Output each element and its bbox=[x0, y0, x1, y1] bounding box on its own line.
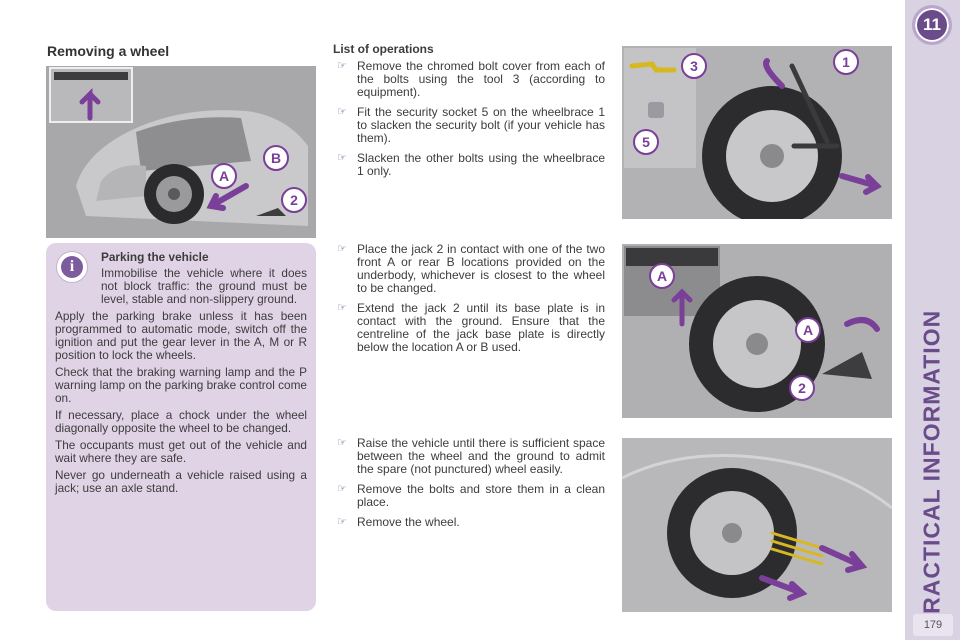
hand-pointer-icon: ☞ bbox=[337, 516, 347, 528]
info-paragraph: Immobilise the vehicle where it does not… bbox=[101, 266, 307, 306]
operation-text: Raise the vehicle until there is suffici… bbox=[357, 436, 605, 476]
page-number: 179 bbox=[913, 614, 953, 636]
section-title: PRACTICAL INFORMATION bbox=[918, 309, 945, 631]
wheelbrace-figure: 3 1 5 bbox=[622, 46, 892, 219]
car-figure: A B 2 bbox=[46, 66, 316, 238]
hand-pointer-icon: ☞ bbox=[337, 483, 347, 495]
jack-figure: A A 2 bbox=[622, 244, 892, 418]
info-paragraph: Check that the braking warning lamp and … bbox=[55, 365, 307, 405]
operation-text: Extend the jack 2 until its base plate i… bbox=[357, 301, 605, 354]
operation-item: ☞ Raise the vehicle until there is suffic… bbox=[333, 437, 605, 476]
info-paragraph: Apply the parking brake unless it has be… bbox=[55, 309, 307, 362]
operation-item: ☞ Place the jack 2 in contact with one of… bbox=[333, 243, 605, 295]
car-label-b: B bbox=[271, 150, 281, 166]
info-glyph: i bbox=[61, 256, 83, 278]
jack-label-a-lower: A bbox=[803, 322, 813, 338]
operation-text: Remove the wheel. bbox=[357, 515, 460, 529]
spare-wheel-illustration bbox=[622, 438, 892, 612]
info-paragraph: Never go underneath a vehicle raised usi… bbox=[55, 468, 307, 495]
chapter-number: 11 bbox=[923, 15, 941, 34]
hand-pointer-icon: ☞ bbox=[337, 302, 347, 314]
hand-pointer-icon: ☞ bbox=[337, 106, 347, 118]
operation-item: ☞ Fit the security socket 5 on the wheelb… bbox=[333, 106, 605, 145]
wheelbrace-label-1: 1 bbox=[842, 54, 850, 70]
jack-illustration: A A 2 bbox=[622, 244, 892, 418]
info-paragraph: If necessary, place a chock under the wh… bbox=[55, 408, 307, 435]
operation-text: Place the jack 2 in contact with one of … bbox=[357, 242, 605, 295]
wheelbrace-illustration: 3 1 5 bbox=[622, 46, 892, 219]
operation-item: ☞ Remove the wheel. bbox=[333, 516, 605, 529]
operation-item: ☞ Extend the jack 2 until its base plate … bbox=[333, 302, 605, 354]
operation-text: Slacken the other bolts using the wheelb… bbox=[357, 151, 605, 178]
car-illustration: A B 2 bbox=[46, 66, 316, 238]
jack-label-2: 2 bbox=[798, 380, 806, 396]
hand-pointer-icon: ☞ bbox=[337, 437, 347, 449]
page-title: Removing a wheel bbox=[47, 43, 170, 59]
operation-text: Remove the chromed bolt cover from each … bbox=[357, 59, 605, 99]
operation-item: ☞ Slacken the other bolts using the wheel… bbox=[333, 152, 605, 178]
wheelbrace-label-3: 3 bbox=[690, 58, 698, 74]
info-box: i Parking the vehicle Immobilise the veh… bbox=[46, 243, 316, 611]
operation-item: ☞ Remove the chromed bolt cover from each… bbox=[333, 60, 605, 99]
info-title: Parking the vehicle bbox=[101, 250, 209, 264]
operations-group-2: ☞ Place the jack 2 in contact with one of… bbox=[333, 243, 605, 361]
operations-group-1: List of operations ☞ Remove the chromed b… bbox=[333, 43, 605, 185]
info-icon: i bbox=[56, 251, 88, 283]
car-label-a: A bbox=[219, 168, 229, 184]
wheelbrace-label-5: 5 bbox=[642, 134, 650, 150]
jack-label-a-upper: A bbox=[657, 268, 667, 284]
operation-text: Fit the security socket 5 on the wheelbr… bbox=[357, 105, 605, 145]
hand-pointer-icon: ☞ bbox=[337, 243, 347, 255]
info-paragraph: The occupants must get out of the vehicl… bbox=[55, 438, 307, 465]
hand-pointer-icon: ☞ bbox=[337, 152, 347, 164]
operations-title: List of operations bbox=[333, 42, 434, 56]
operations-group-3: ☞ Raise the vehicle until there is suffic… bbox=[333, 437, 605, 536]
operation-item: ☞ Remove the bolts and store them in a cl… bbox=[333, 483, 605, 509]
spare-wheel-figure bbox=[622, 438, 892, 612]
chapter-sidebar: 11 PRACTICAL INFORMATION 179 bbox=[905, 0, 960, 640]
chapter-badge: 11 bbox=[912, 5, 952, 45]
car-label-2: 2 bbox=[290, 192, 298, 208]
hand-pointer-icon: ☞ bbox=[337, 60, 347, 72]
operation-text: Remove the bolts and store them in a cle… bbox=[357, 482, 605, 509]
